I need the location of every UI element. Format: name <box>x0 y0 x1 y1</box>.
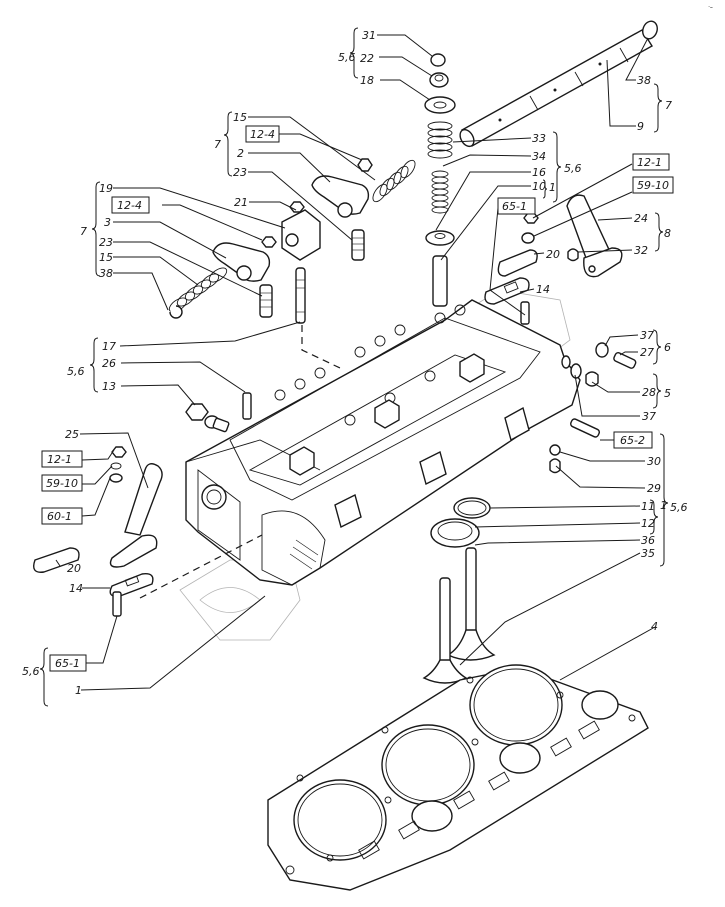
rocker-arm-upper <box>311 158 416 261</box>
part-label: 34 <box>532 150 546 163</box>
corner-mark: ·– <box>708 4 713 11</box>
cylinder-head-body <box>185 299 581 586</box>
reference-label: 59-10 <box>637 179 669 192</box>
part-label: 9 <box>637 120 644 133</box>
part-label: 10 <box>532 180 546 193</box>
group-label: 5 <box>664 387 671 400</box>
part-label: 12 <box>641 517 655 530</box>
part-label: 37 <box>642 410 656 423</box>
group-label: 6 <box>664 341 671 354</box>
outlet-pipe-left <box>32 446 163 617</box>
plug-bolt <box>185 392 252 433</box>
group-label: 5,6 <box>564 162 582 175</box>
part-label: 3 <box>104 216 111 229</box>
snap-ring <box>642 20 658 40</box>
stud-alignment-line <box>301 325 341 369</box>
group-label: 5,6 <box>67 365 85 378</box>
part-label: 29 <box>647 482 661 495</box>
group-label: 8 <box>664 227 671 240</box>
reference-label: 65-2 <box>620 434 645 447</box>
group-label: 5,6 <box>22 665 40 678</box>
part-label: 11 <box>641 500 655 513</box>
part-label: 25 <box>65 428 79 441</box>
reference-label: 12-4 <box>250 128 275 141</box>
part-label: 28 <box>642 386 656 399</box>
part-label: 13 <box>102 380 116 393</box>
group-label: 1 <box>660 499 667 512</box>
rocker-arm-lower <box>168 236 277 319</box>
part-label: 15 <box>99 251 113 264</box>
part-label: 38 <box>99 267 113 280</box>
part-label: 2 <box>237 147 244 160</box>
reference-label: 65-1 <box>55 657 80 670</box>
part-label: 37 <box>640 329 654 342</box>
reference-label: 60-1 <box>47 510 72 523</box>
group-brackets <box>39 27 669 707</box>
reference-label: 65-1 <box>502 200 527 213</box>
part-label: 18 <box>360 74 374 87</box>
part-label: 26 <box>102 357 116 370</box>
leader-lines <box>55 34 656 691</box>
part-label: 4 <box>651 620 658 633</box>
reference-boxes <box>41 125 674 672</box>
part-label: 23 <box>99 236 113 249</box>
part-label: 14 <box>536 283 550 296</box>
reference-label: 59-10 <box>46 477 78 490</box>
rocker-shaft <box>459 29 653 148</box>
reference-label: 12-4 <box>117 199 142 212</box>
group-label: 5,6 <box>338 51 356 64</box>
part-label: 36 <box>641 534 655 547</box>
part-label: 19 <box>99 182 113 195</box>
cover-plates-right <box>484 212 539 325</box>
group-label: 7 <box>80 225 87 238</box>
group-label: 1 <box>549 181 556 194</box>
part-label: 32 <box>634 244 648 257</box>
part-label: 16 <box>532 166 546 179</box>
rocker-bracket <box>281 201 321 324</box>
valve-cotters-and-springs <box>424 53 456 307</box>
part-label: 21 <box>234 196 248 209</box>
head-gasket <box>267 664 649 891</box>
part-label: 27 <box>640 346 654 359</box>
part-label: 30 <box>647 455 661 468</box>
reference-label: 12-1 <box>47 453 72 466</box>
group-label: 7 <box>214 138 221 151</box>
part-label: 31 <box>362 29 376 42</box>
group-label: 5,6 <box>670 501 688 514</box>
part-label: 22 <box>360 52 374 65</box>
part-label: 1 <box>75 684 82 697</box>
part-label: 20 <box>546 248 560 261</box>
part-label: 35 <box>641 547 655 560</box>
valve-seats-and-valves <box>422 497 496 684</box>
part-label: 33 <box>532 132 546 145</box>
part-label: 24 <box>634 212 648 225</box>
part-label: 20 <box>67 562 81 575</box>
part-label: 17 <box>102 340 116 353</box>
outlet-pipe-right <box>566 194 623 278</box>
part-label: 23 <box>233 166 247 179</box>
part-label: 38 <box>637 74 651 87</box>
group-label: 7 <box>665 99 672 112</box>
part-label: 15 <box>233 111 247 124</box>
reference-label: 12-1 <box>637 156 662 169</box>
pipe-alignment-line <box>139 534 263 599</box>
part-label: 14 <box>69 582 83 595</box>
